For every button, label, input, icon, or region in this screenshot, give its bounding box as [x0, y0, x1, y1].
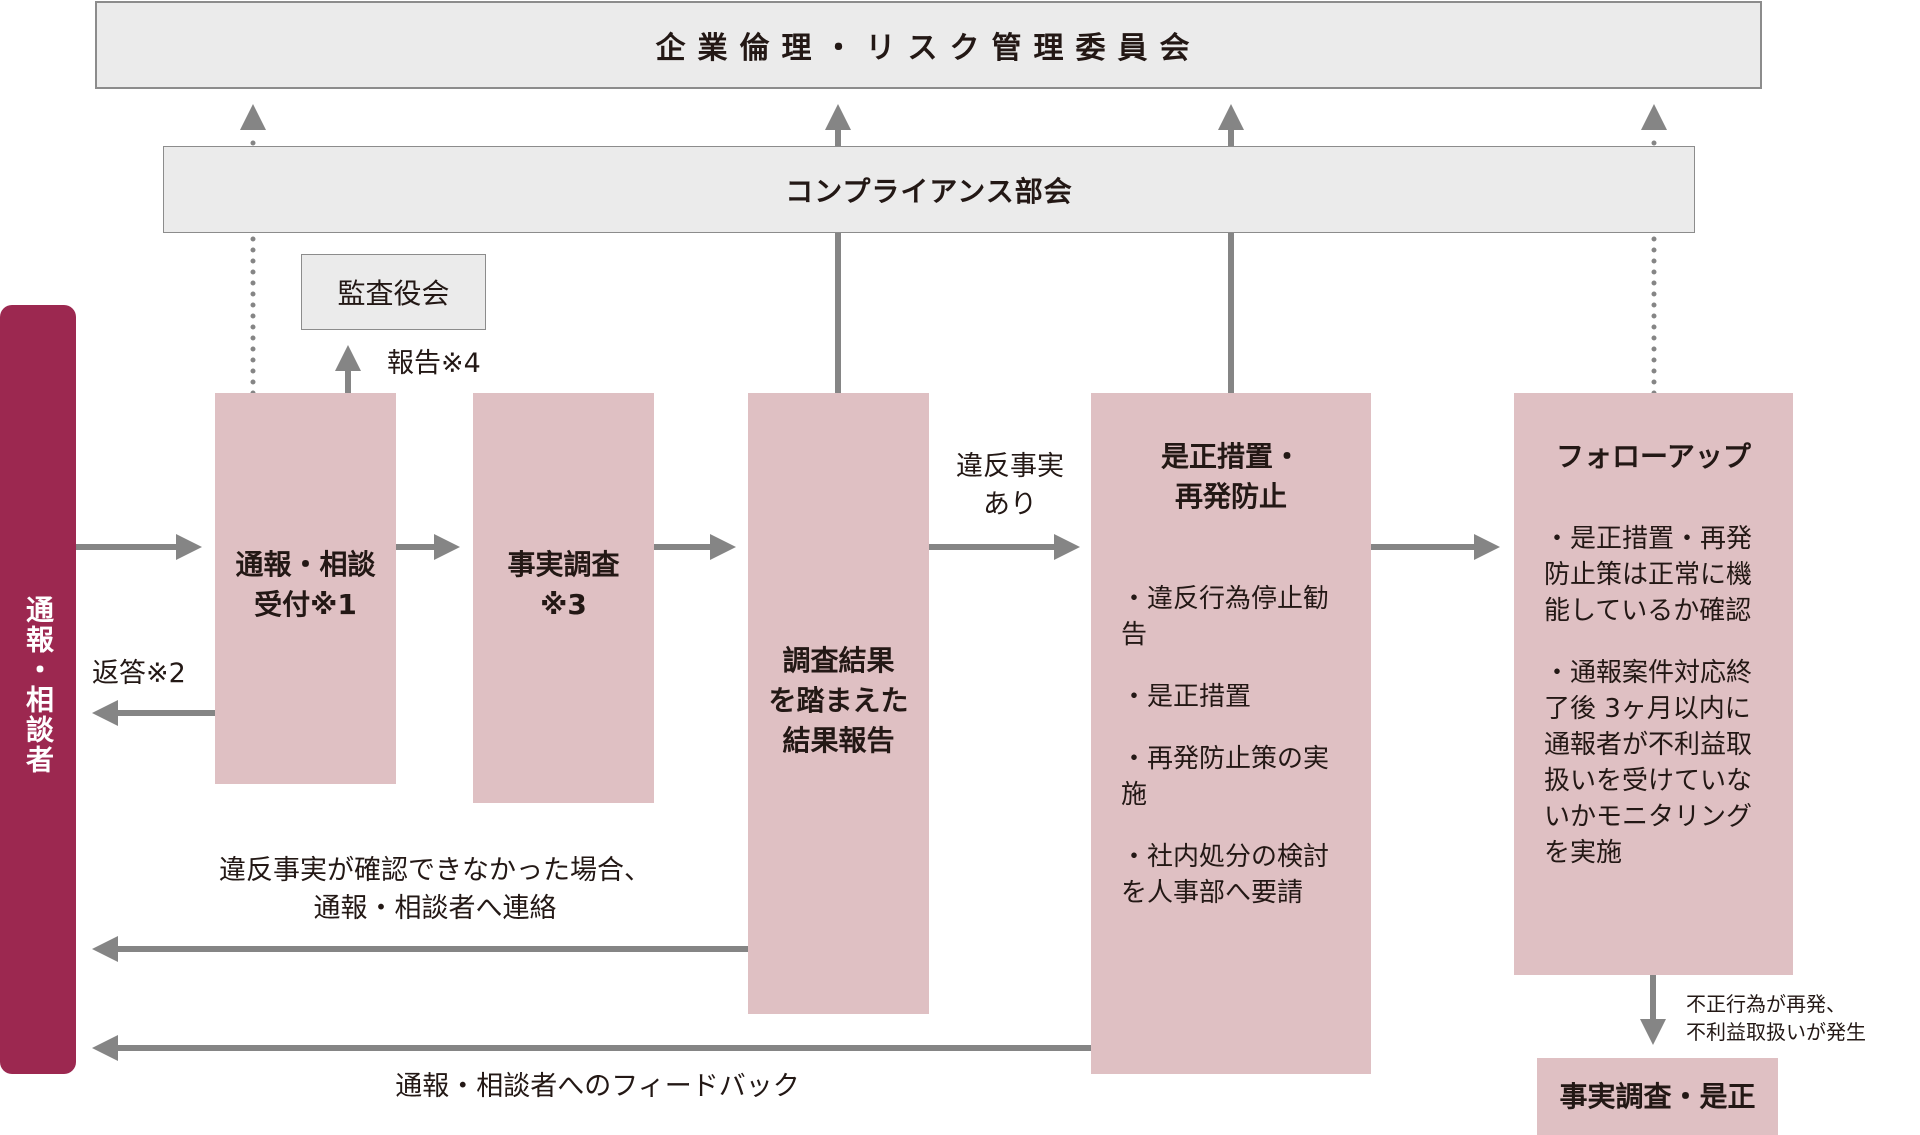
arrowhead-right-icon [710, 534, 736, 560]
reporter-title: 通報・相談者 [22, 595, 55, 775]
violation-found-line-2: あり [983, 489, 1037, 520]
corrective-bullet: ・再発防止策の実施 [1121, 744, 1330, 810]
intake-title-line-2: 受付※1 [254, 588, 357, 621]
corrective-bullet: ・是正措置 [1121, 682, 1252, 712]
arrowhead-right-icon [176, 534, 202, 560]
followup-bullets: ・是正措置・再発防止策は正常に機能しているか確認 ・通報案件対応終了後 3ヶ月以… [1544, 521, 1764, 897]
arrowhead-left-icon [92, 1035, 118, 1061]
arrowhead-left-icon [92, 700, 118, 726]
intake-box: 通報・相談 受付※1 [215, 393, 396, 784]
report-label: 報告※4 [387, 348, 481, 379]
no-violation-line-1: 違反事実が確認できなかった場合、 [219, 855, 651, 886]
result-title-line-1: 調査結果 [782, 644, 895, 677]
corrective-bullets: ・違反行為停止勧告 ・是正措置 ・再発防止策の実施 ・社内処分の検討を人事部へ要… [1121, 581, 1346, 937]
recurrence-line-1: 不正行為が再発、 [1686, 992, 1846, 1016]
risk-committee-title: 企業倫理・リスク管理委員会 [655, 31, 1202, 66]
arrowhead-left-icon [92, 936, 118, 962]
followup-box: フォローアップ ・是正措置・再発防止策は正常に機能しているか確認 ・通報案件対応… [1514, 393, 1793, 975]
arrowhead-right-icon [434, 534, 460, 560]
investigation-title-line-1: 事実調査 [507, 548, 620, 581]
recurrence-label: 不正行為が再発、 不利益取扱いが発生 [1686, 990, 1866, 1046]
arrowhead-down-icon [1640, 1019, 1666, 1045]
corrective-box: 是正措置・ 再発防止 ・違反行為停止勧告 ・是正措置 ・再発防止策の実施 ・社内… [1091, 393, 1371, 1074]
arrowhead-right-icon [1474, 534, 1500, 560]
arrowhead-up-icon [1218, 104, 1244, 130]
no-violation-label: 違反事実が確認できなかった場合、 通報・相談者へ連絡 [140, 852, 730, 928]
risk-committee-box: 企業倫理・リスク管理委員会 [95, 1, 1762, 89]
corrective-title-line-1: 是正措置・ [1160, 440, 1301, 473]
reinvestigation-box: 事実調査・是正 [1537, 1058, 1778, 1135]
investigation-box: 事実調査 ※3 [473, 393, 654, 803]
corrective-bullet: ・違反行為停止勧告 [1121, 584, 1330, 650]
corrective-title-line-2: 再発防止 [1174, 480, 1287, 513]
followup-title: フォローアップ [1556, 440, 1751, 473]
reply-label: 返答※2 [92, 658, 186, 689]
result-report-box: 調査結果 を踏まえた 結果報告 [748, 393, 929, 1014]
audit-board-box: 監査役会 [301, 254, 486, 330]
compliance-subcommittee-box: コンプライアンス部会 [163, 146, 1695, 233]
arrowhead-up-icon [335, 345, 361, 371]
violation-found-label: 違反事実 あり [938, 448, 1082, 524]
recurrence-line-2: 不利益取扱いが発生 [1686, 1020, 1866, 1044]
corrective-bullet: ・社内処分の検討を人事部へ要請 [1121, 842, 1330, 908]
compliance-subcommittee-title: コンプライアンス部会 [785, 174, 1073, 208]
followup-bullet: ・是正措置・再発防止策は正常に機能しているか確認 [1544, 524, 1753, 626]
arrowhead-up-icon [240, 104, 266, 130]
audit-board-title: 監査役会 [337, 277, 450, 310]
result-title-line-2: を踏まえた [768, 684, 909, 717]
investigation-title-line-2: ※3 [540, 588, 587, 621]
violation-found-line-1: 違反事実 [956, 451, 1064, 482]
arrowhead-up-icon [1641, 104, 1667, 130]
followup-bullet: ・通報案件対応終了後 3ヶ月以内に通報者が不利益取扱いを受けていないかモニタリン… [1544, 658, 1753, 868]
no-violation-line-2: 通報・相談者へ連絡 [313, 893, 557, 924]
reporter-bar: 通報・相談者 [0, 305, 76, 1074]
reinvestigation-title: 事実調査・是正 [1559, 1079, 1756, 1113]
intake-title-line-1: 通報・相談 [235, 548, 376, 581]
feedback-label: 通報・相談者へのフィードバック [395, 1071, 800, 1102]
arrowhead-up-icon [825, 104, 851, 130]
result-title-line-3: 結果報告 [782, 724, 895, 757]
arrowhead-right-icon [1054, 534, 1080, 560]
